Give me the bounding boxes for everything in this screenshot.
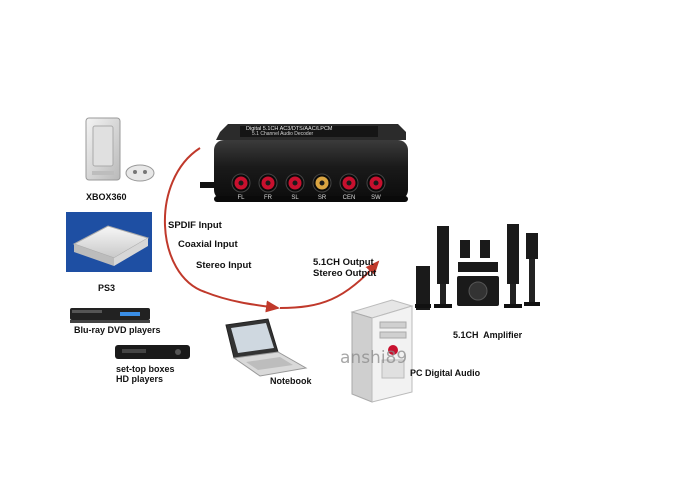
stereo-output-label: Stereo Output [313, 268, 377, 279]
notebook-image [225, 318, 308, 377]
device-title-line2: 5.1 Channel Audio Decoder [252, 131, 314, 137]
bluray-player-image [70, 308, 150, 323]
port-pin-sw [373, 180, 379, 186]
port-label-sl: SL [291, 195, 299, 201]
input-flow-arrow [163, 147, 280, 313]
settop-box-image [115, 345, 190, 359]
port-label-fr: FR [264, 195, 273, 201]
coaxial-input-label: Coaxial Input [178, 239, 238, 250]
output-51-label: 5.1CH Output [313, 257, 374, 268]
notebook-label: Notebook [270, 376, 312, 386]
port-label-cen: CEN [343, 195, 356, 201]
speaker-system-image [415, 224, 540, 310]
port-pin-sr [319, 180, 325, 186]
xbox-console-image [85, 117, 155, 182]
settop-label: set-top boxes HD players [116, 364, 175, 385]
port-pin-fr [265, 180, 271, 186]
port-pin-cen [346, 180, 352, 186]
output-flow-arrow [279, 260, 380, 309]
stereo-input-label: Stereo Input [196, 260, 252, 271]
device-port-row: FL FR SL SR CEN SW [231, 173, 386, 201]
port-label-sr: SR [318, 195, 327, 201]
xbox-label: XBOX360 [86, 192, 127, 202]
port-label-fl: FL [237, 195, 245, 201]
ps3-label: PS3 [98, 283, 116, 293]
bluray-label: Blu-ray DVD players [74, 325, 161, 335]
port-pin-sl [292, 180, 298, 186]
port-label-sw: SW [371, 195, 381, 201]
device-title-line1: Digital 5.1CH AC3/DTS/AAC/LPCM [246, 126, 333, 132]
pc-audio-label: PC Digital Audio [410, 368, 481, 378]
watermark-text: anshi89 [340, 348, 408, 368]
amplifier-label: 5.1CH Amplifier [453, 330, 523, 340]
pc-tower-image [350, 299, 414, 403]
port-pin-fl [238, 180, 244, 186]
spdif-input-label: SPDIF Input [168, 220, 222, 231]
ps3-console-image [66, 212, 152, 272]
